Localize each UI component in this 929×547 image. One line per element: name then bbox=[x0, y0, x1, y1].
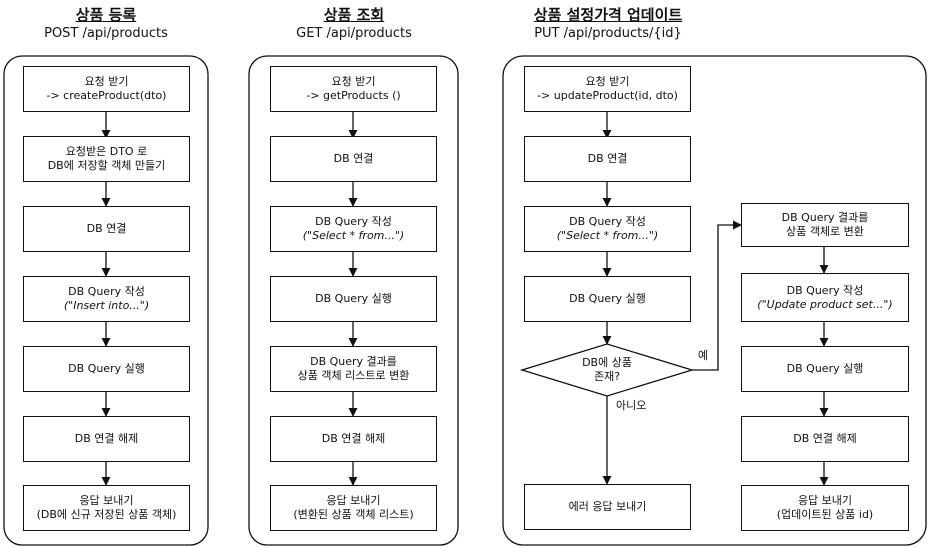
step-detail: -> createProduct(dto) bbox=[46, 89, 167, 102]
step-write-query: DB Query 작성 ("Insert into...") bbox=[23, 276, 190, 322]
step-detail: 상품 객체 리스트로 변환 bbox=[297, 369, 410, 382]
step-db-connect: DB 연결 bbox=[23, 206, 190, 252]
step-label: 요청 받기 bbox=[84, 75, 129, 88]
header-read: 상품 조회 GET /api/products bbox=[224, 6, 484, 42]
step-label: DB 연결 해제 bbox=[321, 432, 386, 445]
step-label: 요청 받기 bbox=[585, 75, 630, 88]
step-label: 에러 응답 보내기 bbox=[568, 500, 647, 513]
step-label: DB 연결 해제 bbox=[74, 432, 139, 445]
step-label: 응답 보내기 bbox=[79, 494, 134, 507]
step-execute-query: DB Query 실행 bbox=[270, 276, 437, 322]
step-label: DB Query 실행 bbox=[569, 292, 646, 305]
decision-diamond bbox=[519, 343, 695, 397]
arrows-update bbox=[602, 112, 829, 486]
step-execute-query: DB Query 실행 bbox=[524, 276, 691, 322]
step-detail: (변환된 상품 객체 리스트) bbox=[293, 508, 414, 521]
step-label: DB Query 실행 bbox=[786, 362, 864, 375]
header-update: 상품 설정가격 업데이트 PUT /api/products/{id} bbox=[478, 6, 738, 42]
header-title: 상품 설정가격 업데이트 bbox=[533, 6, 683, 24]
header-title: 상품 등록 bbox=[75, 6, 137, 24]
step-detail: (업데이트된 상품 id) bbox=[776, 508, 874, 521]
step-db-disconnect: DB 연결 해제 bbox=[23, 416, 190, 462]
step-db-connect: DB 연결 bbox=[524, 136, 691, 182]
branch-no-label: 아니오 bbox=[616, 399, 647, 412]
decision-line2: 존재? bbox=[593, 370, 621, 383]
step-build-entity: 요청받은 DTO 로 DB에 저장할 객체 만들기 bbox=[23, 136, 190, 182]
header-endpoint: POST /api/products bbox=[44, 26, 168, 41]
step-label: DB Query 결과를 bbox=[781, 211, 869, 224]
step-label: DB 연결 해제 bbox=[793, 432, 857, 445]
step-receive-request: 요청 받기 -> createProduct(dto) bbox=[23, 66, 190, 112]
step-label: DB Query 실행 bbox=[315, 292, 392, 305]
step-convert-result: DB Query 결과를 상품 객체로 변환 bbox=[741, 203, 909, 247]
step-detail: ("Update product set...") bbox=[757, 297, 893, 311]
step-execute-query: DB Query 실행 bbox=[23, 346, 190, 392]
step-receive-request: 요청 받기 -> getProducts () bbox=[270, 66, 437, 112]
step-db-disconnect: DB 연결 해제 bbox=[270, 416, 437, 462]
step-label: 요청 받기 bbox=[331, 75, 376, 88]
step-detail: (DB에 신규 저장된 상품 객체) bbox=[36, 508, 177, 521]
step-label: DB Query 작성 bbox=[68, 285, 145, 298]
step-send-response: 응답 보내기 (변환된 상품 객체 리스트) bbox=[270, 485, 437, 531]
step-convert-result: DB Query 결과를 상품 객체 리스트로 변환 bbox=[270, 346, 437, 392]
step-label: 응답 보내기 bbox=[326, 494, 381, 507]
step-label: DB Query 작성 bbox=[315, 215, 392, 228]
step-detail: ("Insert into...") bbox=[63, 299, 150, 312]
step-db-disconnect: DB 연결 해제 bbox=[741, 416, 909, 462]
step-write-query: DB Query 작성 ("Select * from...") bbox=[524, 206, 691, 252]
decision-line1: DB에 상품 bbox=[582, 356, 632, 369]
header-endpoint: GET /api/products bbox=[296, 26, 412, 41]
step-label: DB 연결 bbox=[333, 152, 374, 165]
group-container-create bbox=[3, 55, 209, 546]
step-label: DB Query 실행 bbox=[68, 362, 145, 375]
header-title: 상품 조회 bbox=[323, 6, 385, 24]
step-detail: 상품 객체로 변환 bbox=[786, 225, 864, 238]
header-create: 상품 등록 POST /api/products bbox=[0, 6, 236, 42]
step-receive-request: 요청 받기 -> updateProduct(id, dto) bbox=[524, 66, 691, 112]
step-send-response: 응답 보내기 (DB에 신규 저장된 상품 객체) bbox=[23, 485, 190, 531]
header-endpoint: PUT /api/products/{id} bbox=[534, 26, 682, 41]
step-detail: ("Select * from...") bbox=[556, 229, 659, 242]
step-label: DB Query 작성 bbox=[569, 215, 646, 228]
step-write-update-query: DB Query 작성 ("Update product set...") bbox=[741, 273, 909, 322]
step-detail: DB에 저장할 객체 만들기 bbox=[47, 159, 166, 172]
step-label: 응답 보내기 bbox=[797, 494, 853, 507]
step-label: DB 연결 bbox=[86, 222, 127, 235]
step-db-connect: DB 연결 bbox=[270, 136, 437, 182]
step-detail: ("Select * from...") bbox=[302, 229, 405, 242]
step-label: DB Query 작성 bbox=[786, 283, 864, 297]
step-label: 요청받은 DTO 로 bbox=[65, 145, 148, 158]
step-detail: -> updateProduct(id, dto) bbox=[537, 89, 678, 102]
step-detail: -> getProducts () bbox=[306, 89, 401, 102]
group-container-read bbox=[248, 55, 459, 546]
step-execute-update-query: DB Query 실행 bbox=[741, 346, 909, 392]
step-write-query: DB Query 작성 ("Select * from...") bbox=[270, 206, 437, 252]
decision-label: DB에 상품 존재? bbox=[552, 356, 662, 384]
step-send-response: 응답 보내기 (업데이트된 상품 id) bbox=[741, 485, 909, 531]
step-label: DB Query 결과를 bbox=[310, 355, 397, 368]
branch-yes-label: 예 bbox=[698, 349, 709, 362]
group-container-update bbox=[502, 55, 927, 546]
step-error-response: 에러 응답 보내기 bbox=[524, 484, 691, 530]
step-label: DB 연결 bbox=[587, 152, 628, 165]
